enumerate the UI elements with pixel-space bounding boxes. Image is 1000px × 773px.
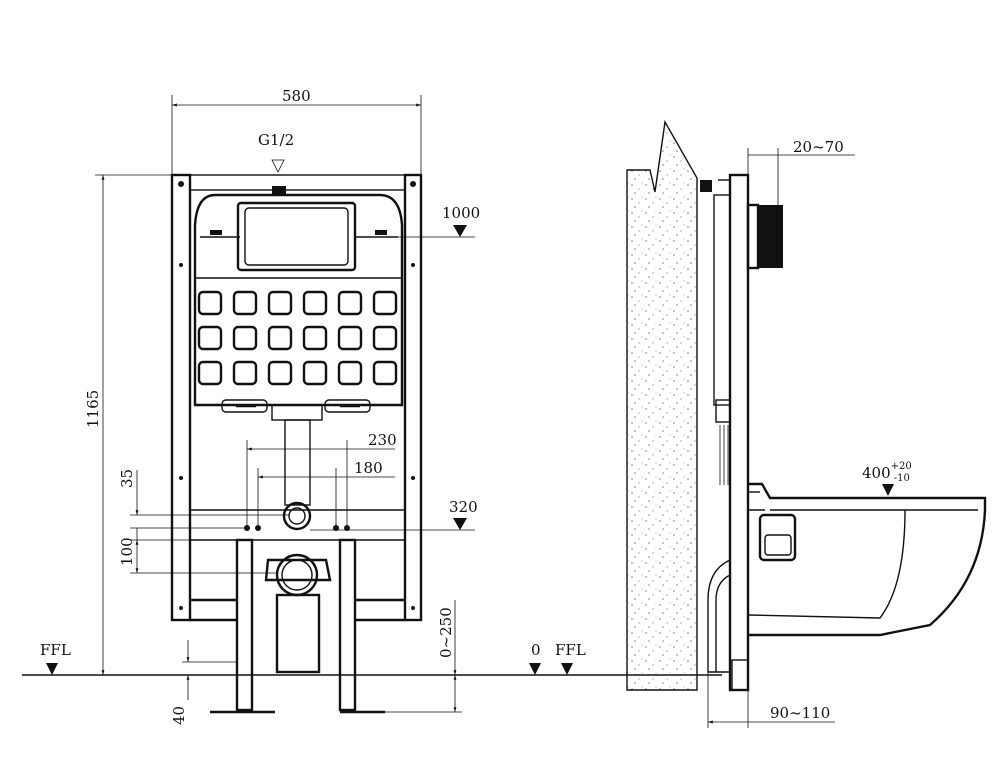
offset-35: 35 [118,469,136,488]
tank-grid-square [232,290,258,316]
tank-grid-square [232,360,258,386]
drain-height: 320 [449,498,478,516]
front-view: 580 G1/2 1165 [40,87,480,725]
ffl-marker-icon [46,663,58,675]
spacing-180: 180 [354,459,383,477]
wall-section [626,119,698,691]
tank-grid-square [267,290,293,316]
side-view: 0 FFL 20~70 400+20-10 [529,119,987,728]
foot-dimension: 40 [170,706,188,725]
tank-grid-square [337,325,363,351]
tank-grid-square [267,325,293,351]
tank-grid-square [372,360,398,386]
spacing-230: 230 [368,431,397,449]
tank-grid-square [337,290,363,316]
ffl-label-right: FFL [555,641,586,659]
offset-100: 100 [118,537,136,566]
tank-grid-square [197,290,223,316]
zero-label: 0 [531,641,541,659]
tank-grid-square [267,360,293,386]
tank-grid-square [372,325,398,351]
flush-button-side [746,203,760,270]
tank-grid-square [302,290,328,316]
tank-grid-square [197,325,223,351]
wall-gap: 90~110 [770,704,830,722]
tank-grid-square [302,360,328,386]
flush-plate-opening [236,201,357,272]
tank-grid-square [232,325,258,351]
tank-grid-square [197,360,223,386]
inlet-label: G1/2 [258,131,294,149]
height-dimension: 1165 [84,390,102,428]
level-marker-icon [453,225,467,237]
seat-height: 400+20-10 [862,461,912,484]
ffl-label-left: FFL [40,641,71,659]
tank-grid-square [337,360,363,386]
tank-grid-square [372,290,398,316]
tank-grid-square [302,325,328,351]
wall-hung-toilet [748,482,987,637]
plate-depth: 20~70 [793,138,844,156]
flush-height: 1000 [442,204,480,222]
drain-outlet [282,501,312,531]
width-dimension: 580 [282,87,311,105]
leg-adjust-range: 0~250 [437,607,455,658]
inlet-arrow-icon [271,159,285,173]
tank-grid [197,290,398,386]
